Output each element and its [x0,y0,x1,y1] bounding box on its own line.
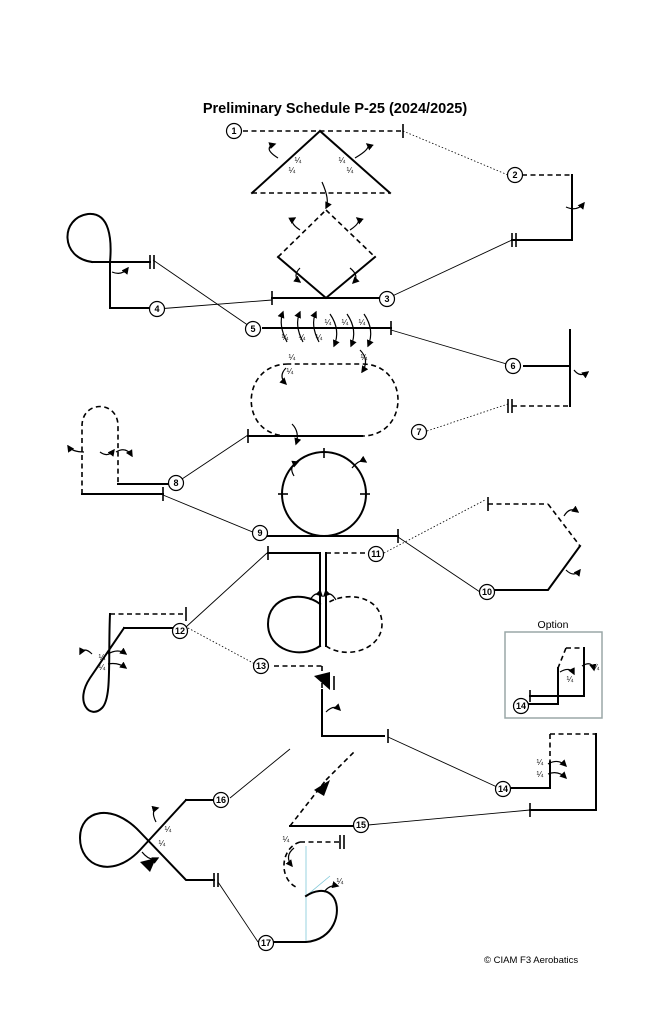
figure-number-2: 2 [506,166,524,184]
page-title: Preliminary Schedule P-25 (2024/2025) [202,101,468,117]
svg-text:¼: ¼ [159,839,166,848]
figure-2-stall-turn [511,174,585,247]
figure-number-14: 14 [494,780,512,798]
figure-number-label: 17 [261,938,271,948]
figure-9-circle-loop [261,448,399,543]
svg-text:¼: ¼ [316,333,323,342]
figure-number-label: 2 [512,170,517,180]
figure-1-triangle: ¼ ¼ ¼ ¼ [243,124,404,210]
figure-7-oval-loop: ¼ ¼ ¼ [247,349,399,446]
figure-number-label: 10 [482,587,492,597]
figure-number-label: 6 [510,361,515,371]
figure-number-label: 14 [516,701,526,711]
figure-number-3: 3 [378,290,396,308]
figure-number-10: 10 [478,583,496,601]
figure-6-vertical-line [507,329,590,413]
figure-number-label: 12 [175,626,185,636]
figure-4-vertical-loop [66,212,155,309]
figure-12-half-cuban: ¼ ¼ [79,607,187,713]
figure-number-label: 16 [216,795,226,805]
svg-text:¼: ¼ [342,318,349,327]
figure-number-16: 16 [212,791,230,809]
svg-text:¼: ¼ [537,758,544,767]
figure-connectors [152,130,531,943]
figure-number-label: 13 [256,661,266,671]
svg-text:¼: ¼ [347,166,354,175]
figure-10-hexagon [487,497,582,591]
figure-number-4: 4 [148,300,166,318]
svg-text:¼: ¼ [287,367,294,376]
svg-text:¼: ¼ [567,675,574,684]
copyright-notice: © CIAM F3 Aerobatics [484,955,579,966]
figure-number-7: 7 [410,423,428,441]
figure-11-reverse-loops [266,546,383,654]
figure-number-17: 17 [257,934,275,952]
option-box: ¼ ¼ [504,631,603,719]
figure-number-label: 5 [250,324,255,334]
svg-text:¼: ¼ [325,318,332,327]
svg-text:¼: ¼ [359,318,366,327]
svg-text:¼: ¼ [361,353,368,362]
figure-number-13: 13 [252,657,270,675]
option-figure-number: 14 [512,697,530,715]
figure-number-label: 7 [416,427,421,437]
svg-text:¼: ¼ [99,663,106,672]
svg-text:¼: ¼ [537,770,544,779]
figure-8-humpty [67,405,171,501]
figure-number-label: 8 [173,478,178,488]
figure-number-label: 1 [231,126,236,136]
figure-number-label: 14 [498,784,508,794]
svg-text:¼: ¼ [282,333,289,342]
figure-number-12: 12 [171,622,189,640]
svg-text:¼: ¼ [283,835,290,844]
figure-number-label: 15 [356,820,366,830]
svg-text:¼: ¼ [295,156,302,165]
svg-text:¼: ¼ [337,877,344,886]
figure-13-spin [274,665,389,743]
svg-text:¼: ¼ [339,156,346,165]
figure-16-figure-eight: ¼ ¼ [78,798,219,887]
figure-number-6: 6 [504,357,522,375]
svg-text:¼: ¼ [299,333,306,342]
figure-15-diagonal [289,751,355,827]
figure-number-9: 9 [251,524,269,542]
option-label: Option [538,619,569,631]
figure-number-label: 11 [371,549,381,559]
svg-text:¼: ¼ [289,166,296,175]
figure-number-label: 3 [384,294,389,304]
figure-number-1: 1 [225,122,243,140]
figure-number-11: 11 [367,545,385,563]
figure-number-label: 9 [257,528,262,538]
figure-3-diamond-loop [271,209,381,305]
figure-number-label: 4 [154,304,159,314]
svg-text:¼: ¼ [165,825,172,834]
figure-number-5: 5 [244,320,262,338]
svg-text:¼: ¼ [99,653,106,662]
figure-17-partial-loop: ¼ ¼ [273,835,345,943]
svg-text:¼: ¼ [289,353,296,362]
figure-number-8: 8 [167,474,185,492]
figure-5-rolling-line: ¼ ¼ ¼ ¼ ¼ ¼ [262,310,392,348]
svg-text:¼: ¼ [593,663,600,672]
figure-14-humpty: ¼ ¼ [511,733,597,817]
figure-number-15: 15 [352,816,370,834]
